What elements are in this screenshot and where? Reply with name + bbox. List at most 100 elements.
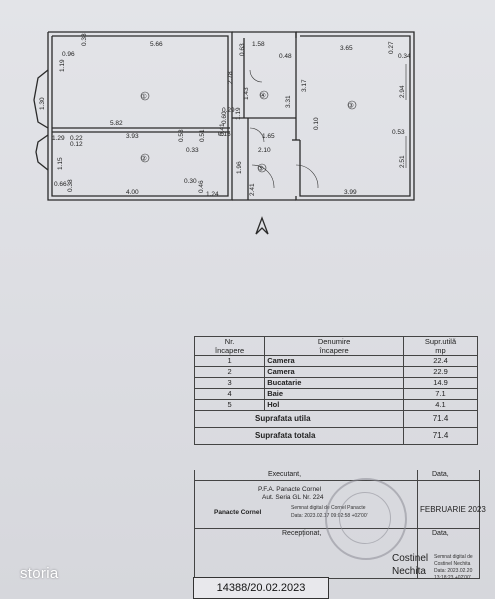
dim-label: 4.00	[126, 189, 139, 196]
plan-walls	[33, 31, 415, 235]
dim-label: 1.96	[236, 161, 243, 174]
header-nr: Nr. încapere	[193, 336, 266, 356]
circular-stamp	[325, 478, 407, 560]
total-area-value: 71.4	[403, 427, 478, 445]
header-name: Denumire încapere	[264, 336, 405, 356]
table-header-row: Nr. încapere Denumire încapere Supr.util…	[193, 336, 478, 356]
util-area-value: 71.4	[403, 410, 478, 428]
total-area-label: Suprafata totala	[193, 427, 405, 445]
plan-dimensions: 5.66 0.96 0.38 1.19 1.30 5.82 1.29 3.93 …	[39, 33, 411, 198]
room-4-marker: ④	[260, 92, 266, 100]
header-area: Supr.utilă mp	[403, 336, 478, 356]
receptionat-last-name: Nechita	[392, 566, 426, 577]
dim-label: 3.65	[340, 45, 353, 52]
row-area: 22.9	[403, 366, 478, 378]
dim-label: 5.82	[110, 120, 123, 127]
dim-label: 0.29	[222, 107, 235, 114]
executant-firm: P.F.A. Panacte Cornel	[258, 486, 322, 493]
dim-label: 0.33	[186, 147, 199, 154]
dim-label: 0.96	[62, 51, 75, 58]
room-5-marker: ⑤	[258, 165, 264, 173]
dim-label: 1.24	[206, 191, 219, 198]
row-name: Camera	[264, 366, 405, 378]
row-nr: 2	[193, 366, 266, 378]
dim-label: 0.48	[279, 53, 292, 60]
row-name: Bucatarie	[264, 377, 405, 389]
dim-label: 0.22	[70, 135, 83, 142]
dim-label: 3.99	[344, 189, 357, 196]
row-area: 4.1	[403, 399, 478, 411]
table-row: 5 Hol 4.1	[193, 399, 478, 411]
dim-label: 0.53	[178, 129, 185, 142]
util-area-row: Suprafata utila 71.4	[193, 410, 478, 428]
receptionat-sig-line3: Data: 2023.02.20	[434, 568, 473, 574]
dim-label: 1.30	[39, 97, 46, 110]
executant-month: FEBRUARIE 2023	[420, 505, 486, 514]
row-name: Camera	[264, 355, 405, 367]
receptionat-label: Recepționat,	[282, 530, 322, 537]
row-area: 14.9	[403, 377, 478, 389]
dim-label: 0.53	[392, 129, 405, 136]
dim-label: 0.34	[398, 53, 411, 60]
dim-label: 1.43	[243, 87, 250, 100]
dim-label: 0.10	[313, 117, 320, 130]
dim-label: 2.10	[258, 147, 271, 154]
util-area-label: Suprafata utila	[193, 410, 405, 428]
row-name: Baie	[264, 388, 405, 400]
dim-label: 1.19	[235, 107, 242, 120]
row-nr: 5	[193, 399, 266, 411]
executant-date-label: Data,	[432, 471, 449, 478]
receptionat-date-label: Data,	[432, 530, 449, 537]
receptionat-sig-line1: Semnat digital de	[434, 554, 473, 560]
dim-label: 2.78	[227, 71, 234, 84]
storia-logo: storia	[20, 565, 59, 582]
room-2-marker: ②	[141, 155, 147, 163]
dim-label: 3.17	[301, 79, 308, 92]
executant-label: Executant,	[268, 471, 302, 478]
dim-label: 1.15	[57, 157, 64, 170]
dim-label: 1.29	[52, 135, 65, 142]
room-1-marker: ①	[141, 93, 147, 101]
dim-label: 0.46	[198, 180, 205, 193]
dim-label: 1.58	[252, 41, 265, 48]
document-number: 14388/20.02.2023	[193, 577, 329, 599]
dim-label: 0.60	[221, 111, 228, 124]
dim-label: 2.51	[399, 155, 406, 168]
dim-label: 2.94	[399, 85, 406, 98]
room-3-marker: ③	[348, 102, 354, 110]
table-row: 4 Baie 7.1	[193, 388, 478, 400]
dim-label: 0.12	[70, 141, 83, 148]
dim-label: 0.38	[67, 179, 74, 192]
dim-label: 0.51	[199, 129, 206, 142]
dim-label: 0.30	[184, 178, 197, 185]
dim-label: 0.15	[218, 131, 231, 138]
dim-label: 0.63	[239, 43, 246, 56]
receptionat-sig-line2: Costinel Nechita	[434, 561, 471, 567]
row-name: Hol	[264, 399, 405, 411]
receptionat-first-name: Costinel	[392, 553, 429, 564]
dim-label: 0.41	[219, 123, 226, 136]
dim-label: 0.66	[54, 181, 67, 188]
dim-label: 2.41	[249, 183, 256, 196]
dim-label: 3.31	[285, 95, 292, 108]
dim-label: 1.19	[59, 59, 66, 72]
area-table: Nr. încapere Denumire încapere Supr.util…	[193, 336, 478, 445]
dim-label: 5.66	[150, 41, 163, 48]
dim-label: 0.27	[388, 41, 395, 54]
receptionat-sig-line4: 13:18:23 +02'00'	[434, 575, 471, 581]
dim-label: 1.65	[262, 133, 275, 140]
table-row: 3 Bucatarie 14.9	[193, 377, 478, 389]
table-row: 2 Camera 22.9	[193, 366, 478, 378]
row-nr: 1	[193, 355, 266, 367]
total-area-row: Suprafata totala 71.4	[193, 427, 478, 445]
row-area: 7.1	[403, 388, 478, 400]
executant-signer: Panacte Cornel	[214, 509, 262, 516]
dim-label: 0.38	[81, 33, 88, 46]
floor-plan: ① ② ③ ④ ⑤ 5.66 0.96 0.38 1.19 1.30 5.82 …	[33, 31, 415, 235]
row-area: 22.4	[403, 355, 478, 367]
row-nr: 4	[193, 388, 266, 400]
table-row: 1 Camera 22.4	[193, 355, 478, 367]
room-markers: ① ② ③ ④ ⑤	[140, 90, 357, 173]
dim-label: 3.93	[126, 133, 139, 140]
